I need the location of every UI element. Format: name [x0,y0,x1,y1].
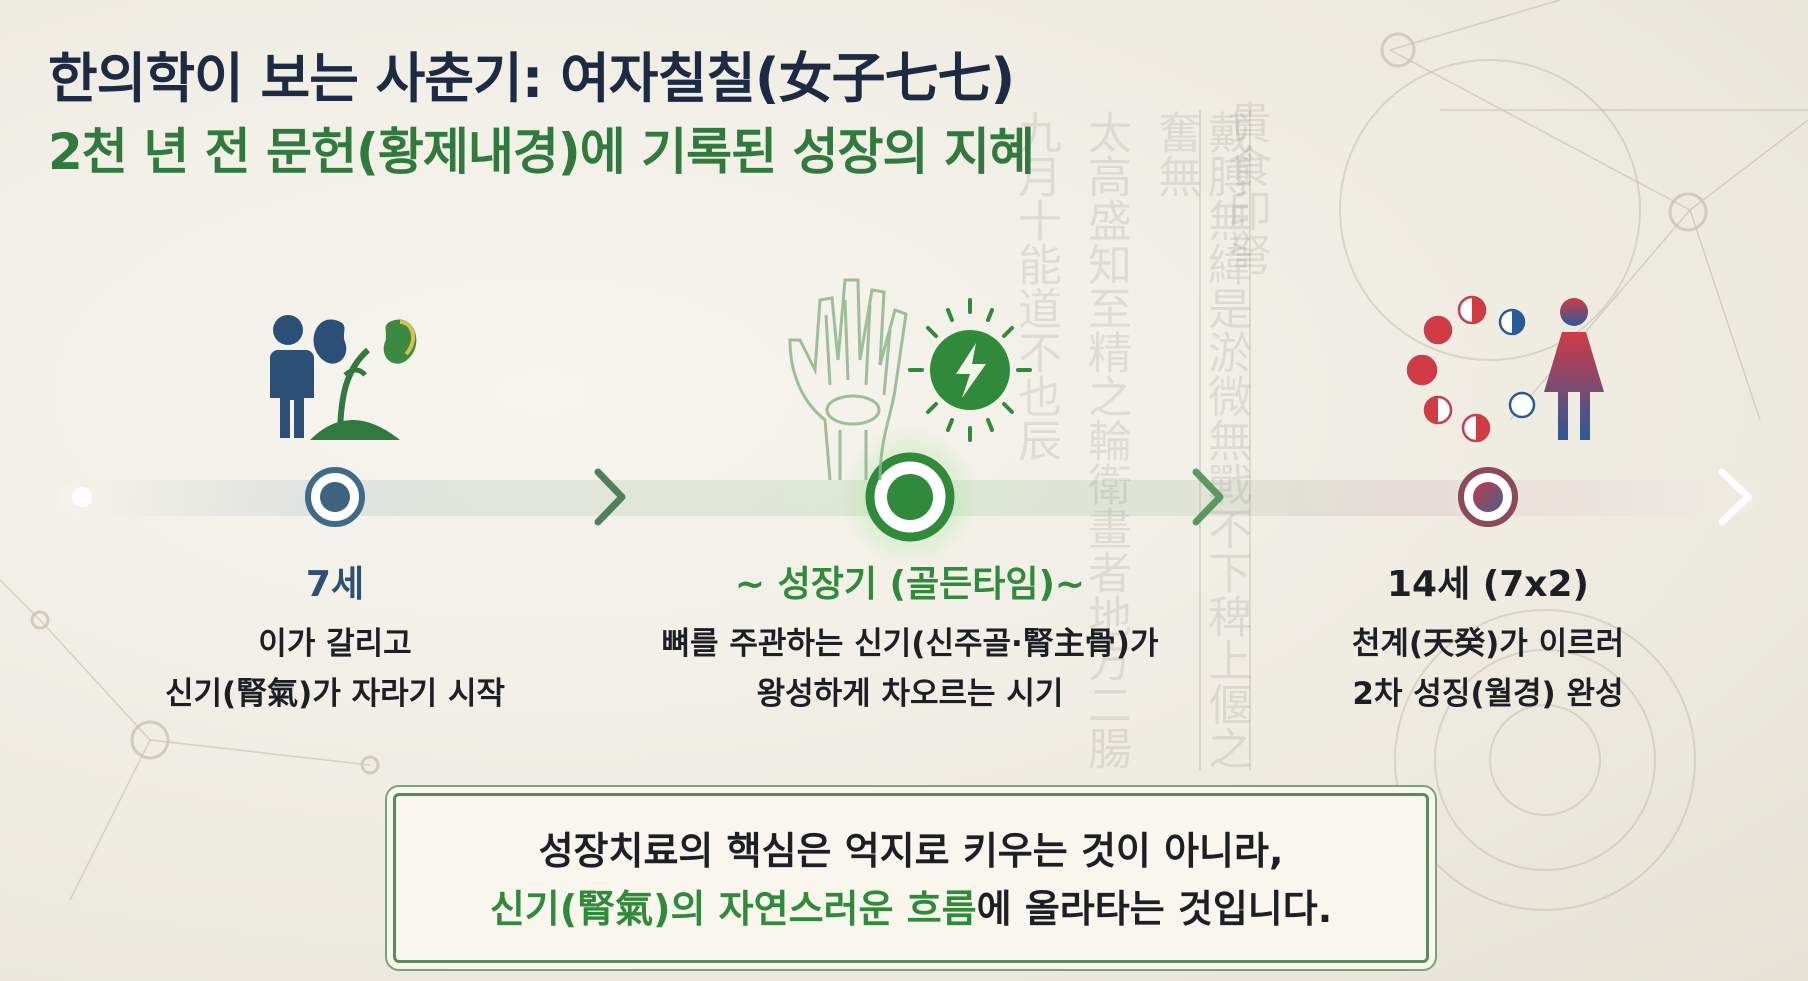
key-message-box: 성장치료의 핵심은 억지로 키우는 것이 아니라, 신기(腎氣)의 자연스러운 … [393,793,1429,963]
timeline-node-7 [305,467,365,527]
stage-description-line: 이가 갈리고 [258,626,412,662]
timeline-node-14 [1458,467,1518,527]
timeline-arrow [594,468,626,526]
timeline-start-dot [72,487,92,507]
timeline-arrow-end [1718,468,1752,526]
stage-14: 14세 (7x2) 천계(天癸)가 이르러 2차 성징(월경) 완성 [1288,555,1688,719]
stage-title: ~ 성장기 (골든타임)~ [734,564,1086,605]
stage-growth: ~ 성장기 (골든타임)~ 뼈를 주관하는 신기(신주골·腎主骨)가 왕성하게 … [610,555,1210,719]
child-kidney-sprout-icon [270,315,417,441]
stage-description-line: 뼈를 주관하는 신기(신주골·腎主骨)가 [661,626,1159,662]
stage-title: 14세 (7x2) [1387,564,1589,605]
stage-description-line: 천계(天癸)가 이르러 [1351,626,1625,662]
key-message-line: 성장치료의 핵심은 억지로 키우는 것이 아니라, [538,829,1284,873]
page-title: 한의학이 보는 사춘기: 여자칠칠(女子七七) [48,47,1015,110]
hand-bone-energy-icon [788,278,1032,481]
stage-7: 7세 이가 갈리고 신기(腎氣)가 자라기 시작 [135,555,535,719]
stage-description-line: 2차 성징(월경) 완성 [1352,676,1624,712]
page-subtitle: 2천 년 전 문헌(황제내경)에 기록된 성장의 지혜 [48,123,1035,181]
stage-title: 7세 [305,564,365,605]
moon-cycle-woman-icon [1406,295,1604,443]
stage-description-line: 왕성하게 차오르는 시기 [756,676,1064,712]
key-message-rest: 에 올라타는 것입니다. [976,887,1333,931]
stage-description-line: 신기(腎氣)가 자라기 시작 [164,676,506,712]
timeline-node-growth [840,427,980,567]
key-message-line: 신기(腎氣)의 자연스러운 흐름에 올라타는 것입니다. [396,880,1426,938]
timeline-arrow [1192,468,1224,526]
key-message-highlight: 신기(腎氣)의 자연스러운 흐름 [489,887,977,931]
